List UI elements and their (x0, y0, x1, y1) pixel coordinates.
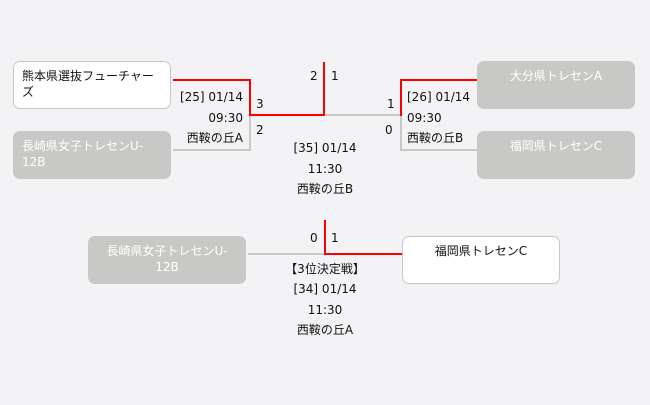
bracket-line (400, 116, 402, 151)
score: 0 (310, 231, 318, 245)
match-venue: 西鞍の丘B (296, 182, 354, 196)
bracket-line (324, 220, 326, 255)
match-time: 09:30 (407, 111, 442, 125)
match-venue: 西鞍の丘B (407, 131, 464, 145)
team-name: 長崎県女子トレセンU-12B (22, 139, 144, 169)
bracket-line (400, 79, 402, 116)
match-venue: 西鞍の丘A (186, 131, 243, 145)
team-box-fukuoka-3rd[interactable]: 福岡県トレセンC (402, 236, 560, 284)
bracket-line (323, 62, 325, 116)
bracket-line (400, 79, 477, 81)
team-name: 福岡県トレセンC (509, 139, 603, 153)
team-box-nagasaki[interactable]: 長崎県女子トレセンU-12B (13, 131, 171, 179)
match-venue: 西鞍の丘A (296, 323, 354, 337)
bracket-line (400, 149, 477, 151)
bracket-line (249, 114, 325, 116)
team-box-oita[interactable]: 大分県トレセンA (477, 61, 635, 109)
score: 2 (256, 123, 264, 137)
team-name: 熊本県選抜フューチャーズ (22, 69, 154, 99)
bracket-line (248, 253, 325, 255)
score: 2 (310, 69, 318, 83)
score: 0 (385, 123, 393, 137)
bracket-line (173, 149, 251, 151)
team-name: 長崎県女子トレセンU-12B (106, 244, 228, 274)
bracket-line (325, 114, 402, 116)
score: 1 (331, 231, 339, 245)
match-time: 09:30 (208, 111, 243, 125)
match-id-date[interactable]: [35] 01/14 (293, 141, 357, 155)
score: 1 (387, 97, 395, 111)
team-box-fukuoka[interactable]: 福岡県トレセンC (477, 131, 635, 179)
bracket-line (249, 79, 251, 116)
match-time: 11:30 (307, 162, 343, 176)
team-name: 大分県トレセンA (509, 69, 603, 83)
match-id-date[interactable]: [25] 01/14 (179, 90, 243, 104)
match-label: 【3位決定戦】 (285, 262, 365, 276)
score: 3 (256, 97, 264, 111)
bracket-line (249, 116, 251, 151)
match-time: 11:30 (307, 303, 343, 317)
team-box-kumamoto[interactable]: 熊本県選抜フューチャーズ (13, 61, 171, 109)
bracket-line (173, 79, 251, 81)
team-name: 福岡県トレセンC (434, 244, 528, 258)
score: 1 (331, 69, 339, 83)
bracket-line (324, 253, 402, 255)
match-id-date[interactable]: [34] 01/14 (293, 282, 357, 296)
match-id-date[interactable]: [26] 01/14 (407, 90, 471, 104)
team-box-nagasaki-3rd[interactable]: 長崎県女子トレセンU-12B (88, 236, 246, 284)
